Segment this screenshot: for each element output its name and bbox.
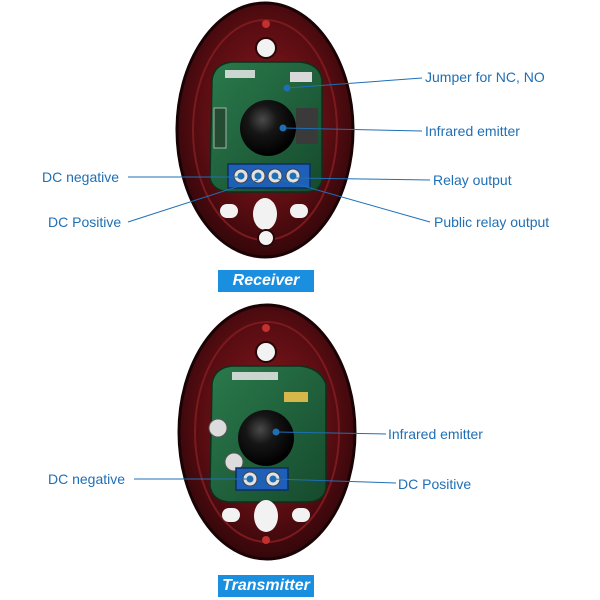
transmitter-line-emitter <box>275 431 387 435</box>
transmitter-capacitor-2 <box>224 452 244 472</box>
receiver-line-dc-pos <box>127 179 259 223</box>
receiver-label-infrared-emitter: Infrared emitter <box>425 123 520 139</box>
receiver-bottom-hole <box>257 229 275 247</box>
receiver-label-jumper: Jumper for NC, NO <box>425 69 545 85</box>
receiver-dot-dc-neg <box>237 172 245 180</box>
transmitter-pcb-silk <box>232 372 278 380</box>
receiver-label-relay-output: Relay output <box>433 172 512 188</box>
receiver-dome <box>240 100 296 156</box>
transmitter-bottom-led <box>262 536 270 544</box>
receiver-relay <box>296 108 318 144</box>
receiver-line-jumper <box>286 77 423 89</box>
receiver-bottom-slot-left <box>220 204 238 218</box>
transmitter-bottom-slot-right <box>292 508 310 522</box>
transmitter-capacitor <box>208 418 228 438</box>
transmitter-dome <box>238 410 294 466</box>
transmitter-crystal <box>284 392 308 402</box>
transmitter-callouts <box>134 428 397 484</box>
receiver-jumper-block <box>290 72 312 82</box>
receiver-pcb-silk <box>225 70 255 78</box>
transmitter-unit <box>134 303 397 561</box>
receiver-top-hole <box>255 37 277 59</box>
receiver-callouts <box>127 77 431 223</box>
receiver-dot-dc-pos <box>254 172 262 180</box>
transmitter-top-led <box>262 324 270 332</box>
transmitter-cable-hole <box>254 500 278 532</box>
receiver-cable-hole <box>253 198 277 230</box>
receiver-line-relay <box>292 177 431 181</box>
receiver-unit <box>127 1 431 259</box>
receiver-title-badge: Receiver <box>218 270 314 292</box>
transmitter-line-dc-pos <box>272 478 397 484</box>
receiver-dot-public-relay <box>271 172 279 180</box>
transmitter-label-dc-positive: DC Positive <box>398 476 472 492</box>
receiver-line-emitter <box>282 127 423 132</box>
transmitter-title-badge: Transmitter <box>218 575 314 597</box>
receiver-dot-relay <box>289 172 297 180</box>
receiver-components <box>213 107 227 149</box>
receiver-label-dc-negative: DC negative <box>42 169 120 185</box>
receiver-top-led <box>262 20 270 28</box>
receiver-label-dc-positive: DC Positive <box>48 214 122 230</box>
transmitter-bottom-slot-left <box>222 508 240 522</box>
receiver-line-public-relay <box>274 177 431 223</box>
transmitter-top-hole <box>255 341 277 363</box>
transmitter-label-infrared-emitter: Infrared emitter <box>388 426 483 442</box>
transmitter-label-dc-negative: DC negative <box>48 471 126 487</box>
receiver-bottom-slot-right <box>290 204 308 218</box>
receiver-label-public-relay-output: Public relay output <box>434 214 550 230</box>
